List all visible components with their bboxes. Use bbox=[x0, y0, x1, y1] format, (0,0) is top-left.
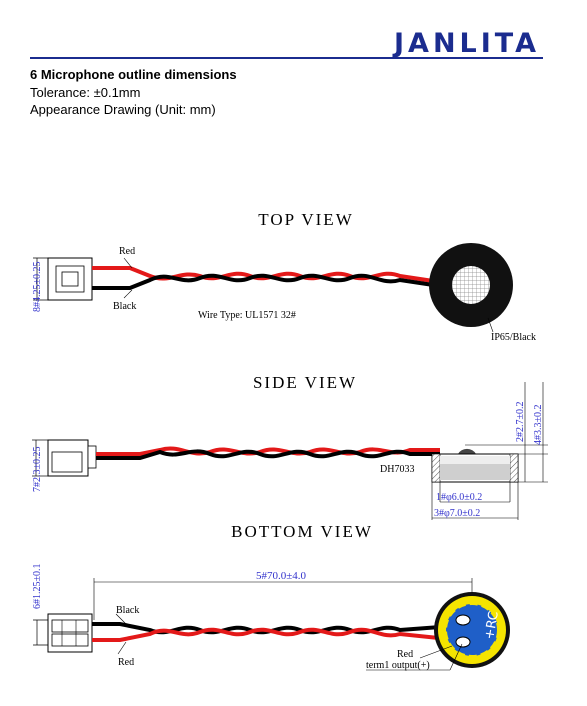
section-title: 6 Microphone outline dimensions bbox=[30, 67, 237, 82]
top-connector bbox=[47, 257, 93, 301]
top-twisted-wire bbox=[92, 266, 441, 290]
side-view-title: SIDE VIEW bbox=[253, 373, 357, 392]
tolerance-text: Tolerance: ±0.1mm bbox=[30, 85, 141, 100]
drawing-note: Appearance Drawing (Unit: mm) bbox=[30, 102, 216, 117]
bottom-label-black: Black bbox=[116, 605, 139, 616]
bottom-view-title: BOTTOM VIEW bbox=[231, 522, 373, 541]
side-dim-connector: 7#2.3±0.25 bbox=[32, 447, 43, 493]
part-number: DH7033 bbox=[380, 464, 414, 475]
bottom-dim-length: 5#70.0±4.0 bbox=[256, 570, 307, 582]
header-rule bbox=[30, 57, 543, 59]
side-dim-2: 2#2.7±0.2 bbox=[515, 402, 526, 443]
top-view-title: TOP VIEW bbox=[258, 210, 354, 229]
bottom-twisted-wire bbox=[92, 622, 459, 642]
bottom-capsule: +RC bbox=[434, 592, 510, 668]
side-dim-3: 3#φ7.0±0.2 bbox=[434, 508, 480, 519]
ip65-label: IP65/Black bbox=[491, 332, 536, 343]
top-label-red: Red bbox=[119, 246, 135, 257]
side-dim-4: 4#3.3±0.2 bbox=[533, 405, 544, 446]
side-twisted-wire bbox=[96, 446, 440, 460]
bottom-label-red-left: Red bbox=[118, 657, 134, 668]
bottom-label-red-right: Red bbox=[397, 649, 413, 660]
side-connector bbox=[47, 439, 97, 477]
bottom-connector bbox=[47, 613, 93, 653]
capsule-marking: +RC bbox=[482, 610, 502, 641]
side-capsule bbox=[431, 448, 519, 483]
side-dim-1: 1#φ6.0±0.2 bbox=[436, 492, 482, 503]
top-label-black: Black bbox=[113, 301, 136, 312]
term1-label: term1 output(+) bbox=[366, 660, 430, 671]
top-dim-connector: 8#4.25±0.25 bbox=[32, 262, 43, 313]
top-capsule bbox=[429, 243, 513, 327]
janlita-logo: JANLITA bbox=[394, 28, 541, 59]
bottom-dim-connector: 6#1.25±0.1 bbox=[32, 564, 43, 610]
wire-type-label: Wire Type: UL1571 32# bbox=[198, 310, 296, 321]
